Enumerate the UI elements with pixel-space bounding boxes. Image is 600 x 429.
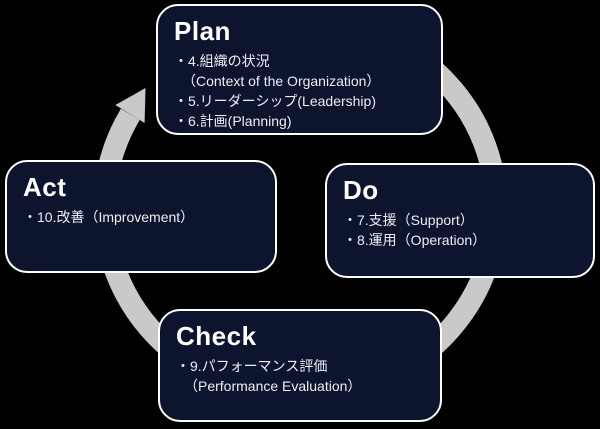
- check-items: ・9.パフォーマンス評価 （Performance Evaluation）: [176, 356, 424, 396]
- list-item: ・5.リーダーシップ(Leadership): [174, 93, 376, 109]
- list-item-continuation: （Performance Evaluation）: [184, 378, 362, 394]
- do-box: Do ・7.支援（Support） ・8.運用（Operation）: [325, 163, 595, 278]
- plan-box: Plan ・4.組織の状況 （Context of the Organizati…: [156, 4, 443, 135]
- list-item: ・6.計画(Planning): [174, 113, 292, 129]
- cycle-arrowhead: [115, 88, 146, 123]
- list-item: ・8.運用（Operation）: [343, 232, 487, 248]
- do-title: Do: [343, 175, 379, 205]
- list-item-continuation: （Context of the Organization）: [182, 73, 381, 89]
- list-item: ・10.改善（Improvement）: [23, 209, 195, 225]
- check-box: Check ・9.パフォーマンス評価 （Performance Evaluati…: [158, 309, 442, 422]
- check-title: Check: [176, 321, 257, 351]
- plan-title: Plan: [174, 16, 231, 46]
- list-item: ・7.支援（Support）: [343, 212, 474, 228]
- act-box: Act ・10.改善（Improvement）: [5, 160, 277, 273]
- list-item: ・9.パフォーマンス評価: [176, 358, 328, 374]
- act-title: Act: [23, 172, 67, 202]
- list-item: ・4.組織の状況: [174, 53, 270, 69]
- plan-items: ・4.組織の状況 （Context of the Organization） ・…: [174, 51, 425, 131]
- do-items: ・7.支援（Support） ・8.運用（Operation）: [343, 210, 577, 250]
- act-items: ・10.改善（Improvement）: [23, 207, 259, 227]
